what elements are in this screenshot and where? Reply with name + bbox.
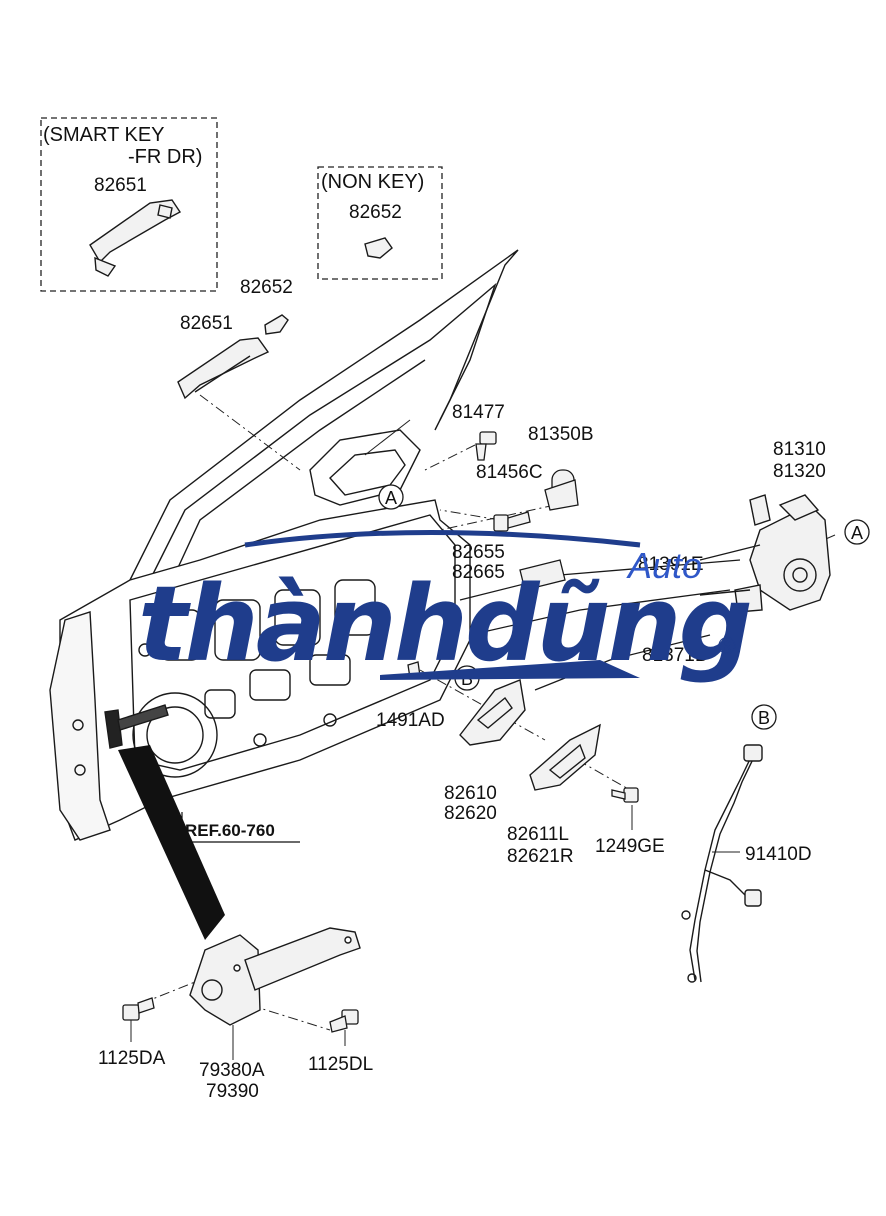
label-1125da: 1125DA — [98, 1048, 166, 1069]
label-82655: 82655 — [452, 542, 505, 563]
inside-handle-82610-part — [459, 679, 526, 746]
bolt-1125dl-part — [329, 1009, 359, 1033]
smart-key-title: (SMART KEY — [43, 124, 165, 146]
smart-key-handle-part — [89, 199, 182, 277]
inside-cover-82611l-part — [529, 723, 601, 791]
label-81350b: 81350B — [528, 424, 594, 445]
screw-81477-part — [475, 431, 497, 461]
label-81371b: 81371B — [642, 645, 708, 666]
door-checker-part — [189, 927, 361, 1026]
label-82651: 82651 — [180, 313, 233, 334]
label-82652-nonkey: 82652 — [349, 202, 402, 223]
label-91410d: 91410D — [745, 844, 812, 865]
wiring-harness-part — [681, 744, 763, 983]
screw-1249ge-part — [611, 787, 639, 803]
marker-a-door: A — [378, 484, 404, 510]
marker-a-latch: A — [844, 519, 870, 545]
label-1125dl: 1125DL — [308, 1054, 373, 1075]
label-81310: 81310 — [773, 439, 826, 460]
checker-wedge — [118, 745, 225, 940]
label-81456c: 81456C — [476, 462, 543, 483]
label-82620: 82620 — [444, 803, 497, 824]
rods-cables-part — [459, 559, 741, 691]
label-82651-smart: 82651 — [94, 175, 147, 196]
watermark-sub-text: Auto — [626, 545, 702, 586]
non-key-cover-part — [364, 237, 393, 259]
striker-81350b-part — [544, 469, 579, 511]
smart-key-box: (SMART KEY -FR DR) 82651 — [40, 117, 218, 292]
watermark-swoosh-top — [244, 530, 641, 548]
svg-text:A: A — [385, 488, 397, 508]
non-key-title: (NON KEY) — [321, 171, 424, 193]
leader-handle — [199, 394, 301, 471]
label-82611l: 82611L — [507, 824, 569, 845]
latch-assembly-part — [699, 494, 831, 613]
label-82652: 82652 — [240, 277, 293, 298]
leader-lines — [149, 419, 836, 1031]
non-key-box: (NON KEY) 82652 — [317, 166, 443, 280]
label-82665: 82665 — [452, 562, 505, 583]
outside-handle-part — [177, 337, 270, 400]
smart-key-subtitle: -FR DR) — [128, 146, 202, 168]
label-81320: 81320 — [773, 461, 826, 482]
label-81477: 81477 — [452, 402, 505, 423]
ref-label: REF.60-760 — [185, 821, 275, 840]
label-1249ge: 1249GE — [595, 836, 665, 857]
bolt-1125da-part — [122, 997, 155, 1021]
label-1491ad: 1491AD — [376, 710, 445, 731]
watermark-registered-mark: ® — [718, 633, 736, 660]
outside-cover-part — [264, 314, 289, 335]
bolt-81456c-part — [493, 511, 531, 532]
label-79380a: 79380A — [199, 1060, 265, 1081]
svg-text:A: A — [851, 523, 863, 543]
label-79390: 79390 — [206, 1081, 259, 1102]
label-82621r: 82621R — [507, 846, 574, 867]
label-82610: 82610 — [444, 783, 497, 804]
label-81391e: 81391E — [638, 554, 704, 575]
svg-text:B: B — [758, 708, 770, 728]
watermark-main-text: thànhdũng — [138, 563, 750, 685]
watermark-swoosh-bottom — [380, 660, 640, 680]
marker-b-wiring: B — [751, 704, 777, 730]
watermark-logo: thànhdũng Auto ® — [138, 530, 753, 685]
